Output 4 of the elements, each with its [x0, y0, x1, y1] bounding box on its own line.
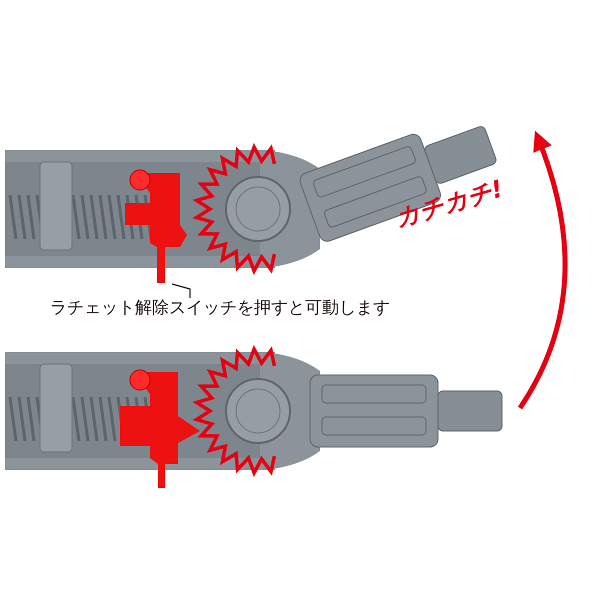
edge-label: カチカチ! — [391, 174, 507, 234]
leader-line — [172, 283, 191, 298]
curved-arrow — [518, 130, 568, 410]
instruction-text: ラチェット解除スイッチを押すと可動します — [50, 298, 390, 318]
